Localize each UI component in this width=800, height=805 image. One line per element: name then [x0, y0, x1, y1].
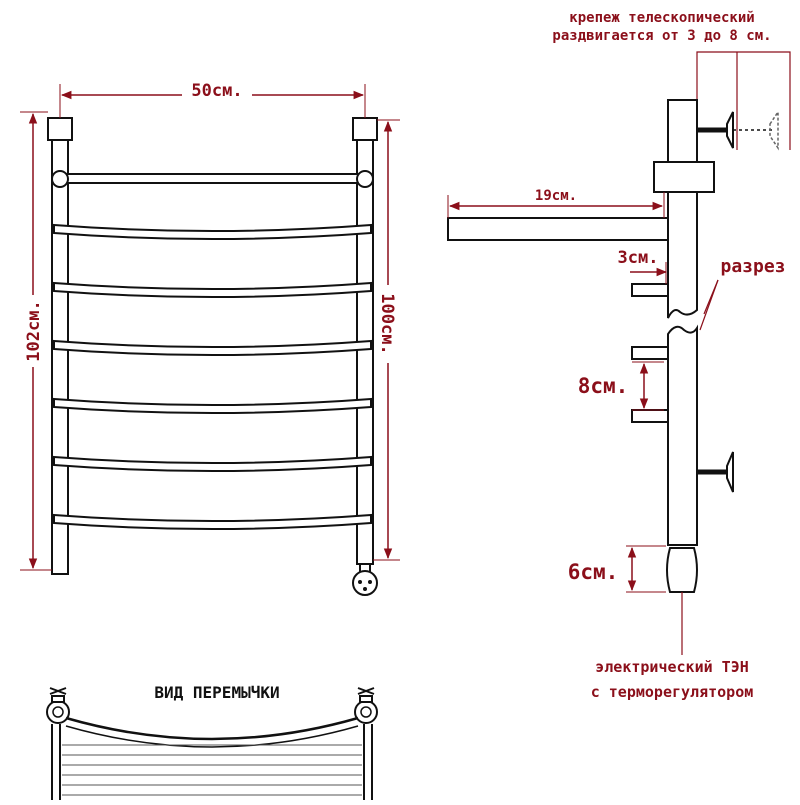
total-height-label: 102см. [24, 300, 44, 361]
right-ball-joint [356, 170, 374, 188]
spacing-label: 8см. [578, 374, 629, 398]
pipe-stubs [631, 283, 669, 423]
mount-label-line2: раздвигается от 3 до 8 см. [552, 28, 771, 44]
shelf-depth-label: 19см. [535, 188, 577, 204]
heater-body [666, 547, 698, 593]
left-bridge-joint [46, 687, 70, 724]
bridge-tube-outer [65, 716, 359, 741]
rung-1 [53, 223, 372, 240]
mount-collar [653, 161, 715, 193]
upper-post [667, 99, 698, 319]
rung-4 [53, 397, 372, 414]
left-ball-joint [51, 170, 69, 188]
front-view: 50см. 102см. 100см. [20, 80, 400, 596]
right-bridge-joint [354, 687, 378, 724]
rung-2 [53, 281, 372, 298]
rungs [53, 223, 372, 530]
bridge-tube-inner [65, 725, 359, 748]
inner-height-label: 100см. [377, 293, 397, 354]
cut-label: разрез [720, 256, 785, 277]
lower-post [667, 324, 698, 546]
heater-gap-label: 6см. [568, 560, 619, 584]
bridge-view-title: ВИД ПЕРЕМЫЧКИ [154, 683, 279, 702]
heater-label-line1: электрический ТЭН [595, 658, 749, 676]
right-post [356, 139, 374, 565]
rung-6 [53, 513, 372, 530]
left-post-cap [47, 117, 73, 141]
bridge-rails [51, 724, 373, 800]
mount-label-line1: крепеж телескопический [569, 10, 754, 26]
heater-label-line2: с терморегулятором [591, 683, 754, 701]
upper-wall-mount [697, 109, 779, 151]
right-post-cap [352, 117, 378, 141]
bridge-view: ВИД ПЕРЕМЫЧКИ [46, 683, 378, 800]
rung-5 [53, 455, 372, 472]
width-label: 50см. [191, 81, 242, 101]
heater-connector [352, 570, 378, 596]
left-post [51, 139, 69, 575]
lower-wall-mount [697, 451, 734, 493]
shelf-arm [447, 217, 669, 241]
top-bar [59, 173, 366, 184]
side-view: крепеж телескопический раздвигается от 3… [447, 10, 791, 701]
offset-label: 3см. [618, 248, 659, 268]
rung-3 [53, 339, 372, 356]
